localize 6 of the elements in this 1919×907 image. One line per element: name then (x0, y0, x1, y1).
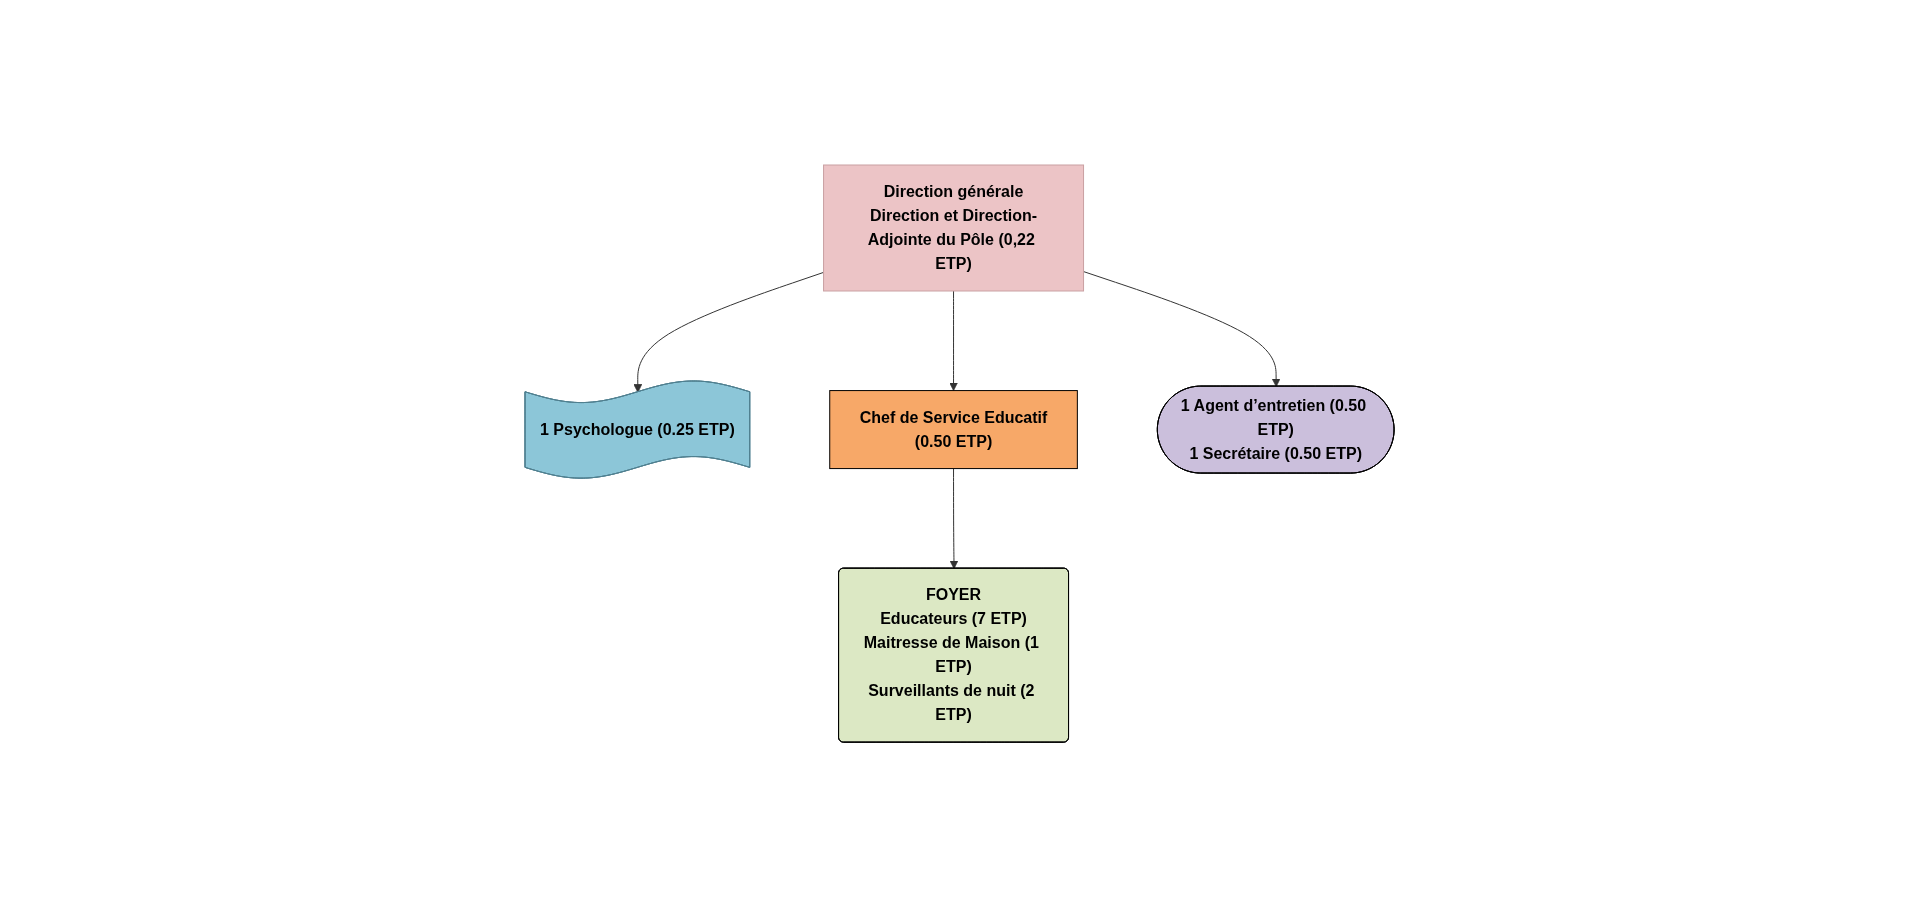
node-box: Direction générale Direction et Direction-Adjointe du Pôle (0,22 ETP) (823, 164, 1084, 292)
arrow (1083, 271, 1281, 387)
arrow (633, 271, 824, 393)
arrow (949, 290, 958, 391)
node-box: Chef de Service Educatif (0.50 ETP) (829, 390, 1078, 469)
arrow (949, 468, 959, 569)
